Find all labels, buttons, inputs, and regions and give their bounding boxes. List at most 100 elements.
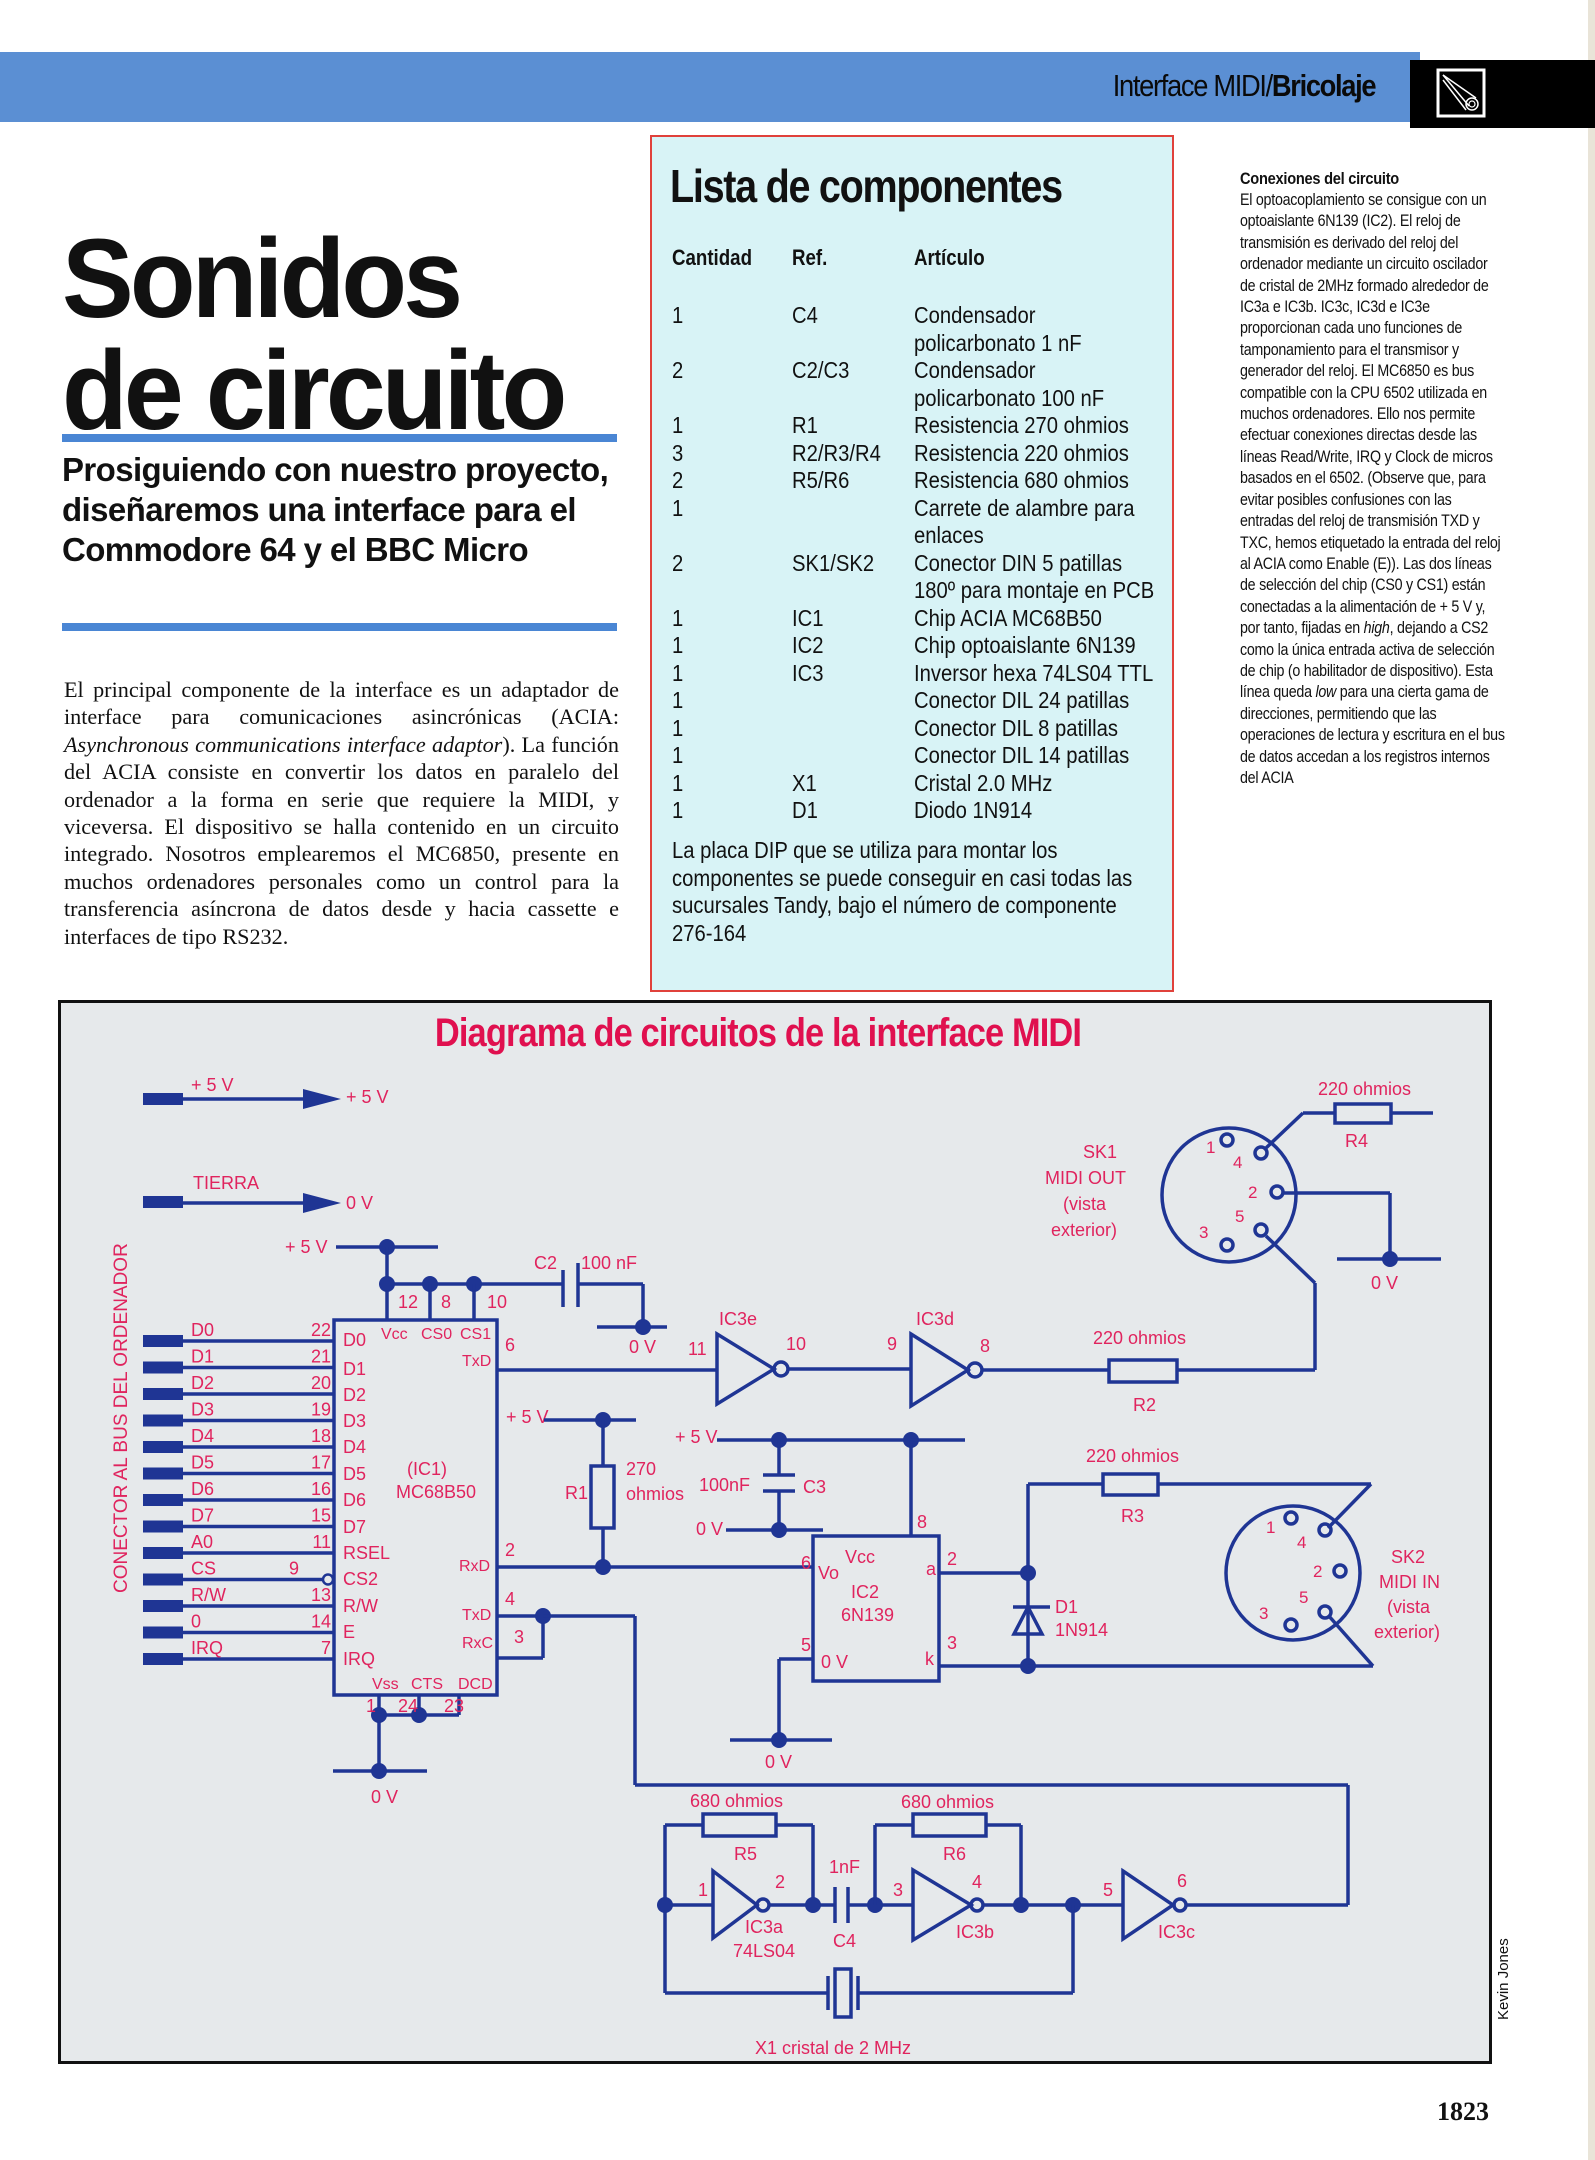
r4-label: R4 <box>1345 1131 1368 1151</box>
title-line-1: Sonidos <box>62 216 463 342</box>
ref-cell: C4 <box>792 302 818 328</box>
qty-cell: 1 <box>672 797 684 823</box>
svg-text:RxD: RxD <box>459 1558 490 1575</box>
table-row: 1 Carrete de alambre para <box>672 495 1172 523</box>
item-cell: Inversor hexa 74LS04 TTL <box>914 659 1154 686</box>
section-name: Interface MIDI/ <box>1112 68 1273 103</box>
ref-cell <box>792 687 899 715</box>
inverter-ic3c <box>1121 1867 1177 1943</box>
svg-text:2: 2 <box>1248 1183 1257 1202</box>
sidebar-title: Conexiones del circuito <box>1240 169 1399 188</box>
d1-ref: D1 <box>1055 1597 1078 1617</box>
standfirst: Prosiguiendo con nuestro proyecto, diseñ… <box>62 451 609 568</box>
ref-cell: SK1/SK2 <box>792 549 875 576</box>
ic1-name: (IC1) <box>407 1459 447 1479</box>
bus-signal-label: D1 <box>191 1347 214 1367</box>
body-text-italic: Asynchronous communications interface ad… <box>64 731 503 757</box>
qty-cell: 1 <box>672 412 684 438</box>
svg-text:D4: D4 <box>343 1437 366 1457</box>
bus-pin-connector <box>143 1441 183 1453</box>
bus-pin-connector <box>143 1335 183 1347</box>
schematic: .w{stroke:#1f3594;stroke-width:3.5;fill:… <box>111 1010 1441 2058</box>
svg-text:24: 24 <box>398 1696 418 1716</box>
article-title: Sonidos de circuito <box>62 223 600 447</box>
arrow-icon <box>303 1089 341 1109</box>
svg-text:9: 9 <box>887 1334 897 1354</box>
svg-text:3: 3 <box>1199 1223 1208 1242</box>
svg-text:5: 5 <box>1299 1588 1308 1607</box>
x1-label: X1 cristal de 2 MHz <box>755 2038 911 2058</box>
item-cell: Conector DIL 14 patillas <box>914 742 1130 768</box>
bus-pin-connector <box>143 1626 183 1639</box>
col-header-qty: Cantidad <box>672 245 753 270</box>
bus-signal-label: 0 <box>191 1612 201 1632</box>
qty-cell: 1 <box>672 714 684 741</box>
col-header-item: Artículo <box>914 245 985 270</box>
bus-signal-label: D7 <box>191 1506 214 1526</box>
ground-connector <box>143 1196 183 1208</box>
plus5-connector <box>143 1093 183 1105</box>
r1-label: R1 <box>565 1483 588 1503</box>
qty-cell <box>672 385 778 413</box>
bus-signal-label: D6 <box>191 1479 214 1499</box>
svg-text:2: 2 <box>775 1872 785 1892</box>
svg-text:D2: D2 <box>343 1385 366 1405</box>
sidebar-text-c: para una cierta gama de direcciones, per… <box>1240 682 1505 787</box>
qty-cell: 1 <box>672 632 684 658</box>
r4-value: 220 ohmios <box>1318 1079 1411 1099</box>
svg-text:CS2: CS2 <box>343 1569 378 1589</box>
plus5-label: + 5 V <box>675 1427 718 1447</box>
c4-label: C4 <box>833 1931 856 1951</box>
ref-cell <box>792 385 899 413</box>
ground-in-label: TIERRA <box>193 1173 259 1193</box>
qty-cell: 1 <box>672 302 684 328</box>
sk1-ref: SK1 <box>1083 1142 1117 1162</box>
r1-value: 270 <box>626 1459 656 1479</box>
svg-text:6: 6 <box>1177 1871 1187 1891</box>
sidebar-caption: Conexiones del circuito El optoacoplamie… <box>1240 168 1505 788</box>
svg-text:D1: D1 <box>343 1359 366 1379</box>
bus-signal-label: D2 <box>191 1373 214 1393</box>
ref-cell: X1 <box>792 769 817 796</box>
item-cell: Carrete de alambre para <box>914 494 1135 521</box>
ic3a-label: IC3a <box>745 1917 784 1937</box>
item-cell: policarbonato 1 nF <box>914 329 1082 356</box>
svg-text:8: 8 <box>980 1336 990 1356</box>
bus-pin-connector <box>143 1494 183 1506</box>
bus-pin-connector <box>143 1547 183 1559</box>
r2-label: R2 <box>1133 1395 1156 1415</box>
ic3c-label: IC3c <box>1158 1922 1195 1942</box>
ic2-gnd: 0 V <box>821 1652 848 1672</box>
bus-signal-label: D5 <box>191 1453 214 1473</box>
sk2-ref: SK2 <box>1391 1547 1425 1567</box>
qty-cell <box>672 522 778 550</box>
svg-text:5: 5 <box>1235 1207 1244 1226</box>
svg-text:3: 3 <box>514 1627 524 1647</box>
ic2-part: 6N139 <box>841 1605 894 1625</box>
svg-text:6: 6 <box>801 1553 811 1573</box>
inverter-ic3d <box>909 1330 972 1410</box>
pin-number: 19 <box>311 1400 331 1420</box>
svg-text:5: 5 <box>1103 1880 1113 1900</box>
pin-number: 7 <box>321 1638 331 1658</box>
svg-text:D6: D6 <box>343 1490 366 1510</box>
svg-text:8: 8 <box>441 1292 451 1312</box>
ref-cell <box>792 742 899 770</box>
ic1-chip <box>332 1318 499 1697</box>
svg-text:TxD: TxD <box>462 1607 491 1624</box>
qty-cell: 1 <box>672 494 684 521</box>
arrow-icon <box>303 1193 341 1213</box>
resistor-r1 <box>589 1464 616 1530</box>
item-cell: Resistencia 680 ohmios <box>914 467 1129 493</box>
svg-text:TxD: TxD <box>462 1353 491 1370</box>
zero-volt-label: 0 V <box>371 1787 398 1807</box>
svg-text:3: 3 <box>893 1880 903 1900</box>
pin-number: 11 <box>312 1532 331 1552</box>
